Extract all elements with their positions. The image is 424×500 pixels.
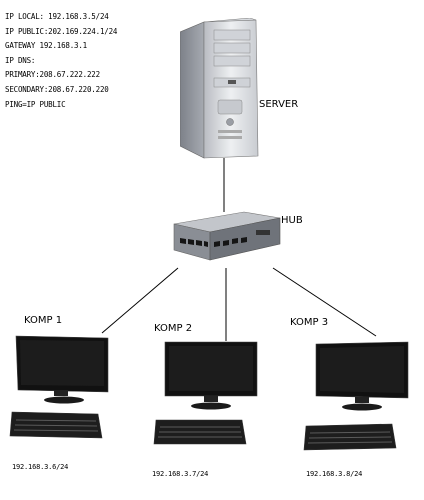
komp3-keyboard-icon — [303, 423, 397, 451]
hub-switch-icon — [173, 211, 281, 261]
komp1-ip-address: 192.168.3.6/24 — [12, 463, 69, 471]
komp3-ip-address: 192.168.3.8/24 — [306, 470, 363, 478]
server-info: IP LOCAL: 192.168.3.5/24 IP PUBLIC:202.1… — [5, 10, 117, 112]
info-dns-secondary: SECONDARY:208.67.220.220 — [5, 84, 109, 94]
hub-komp1-link — [101, 267, 179, 334]
server-label: SERVER — [259, 99, 299, 110]
info-ping: PING=IP PUBLIC — [5, 99, 66, 109]
info-ip-public: IP PUBLIC:202.169.224.1/24 — [5, 26, 118, 36]
hub-komp3-link — [272, 267, 377, 337]
komp2-ip-address: 192.168.3.7/24 — [152, 470, 209, 478]
komp3-monitor-icon — [315, 341, 409, 411]
info-gateway: GATEWAY 192.168.3.1 — [5, 41, 87, 51]
komp1-label: KOMP 1 — [24, 315, 63, 326]
komp2-label: KOMP 2 — [154, 323, 193, 334]
komp1-keyboard-icon — [9, 411, 103, 439]
komp2-monitor-icon — [164, 341, 258, 410]
info-dns-primary: PRIMARY:208.67.222.222 — [5, 70, 100, 80]
komp3-label: KOMP 3 — [290, 317, 329, 328]
komp1-monitor-icon — [15, 335, 109, 404]
hub-label: HUB — [281, 215, 303, 226]
server-tower-icon — [180, 18, 259, 159]
info-ip-local: IP LOCAL: 192.168.3.5/24 — [5, 12, 109, 21]
komp2-keyboard-icon — [153, 419, 247, 445]
info-dns-heading: IP DNS: — [5, 55, 36, 65]
